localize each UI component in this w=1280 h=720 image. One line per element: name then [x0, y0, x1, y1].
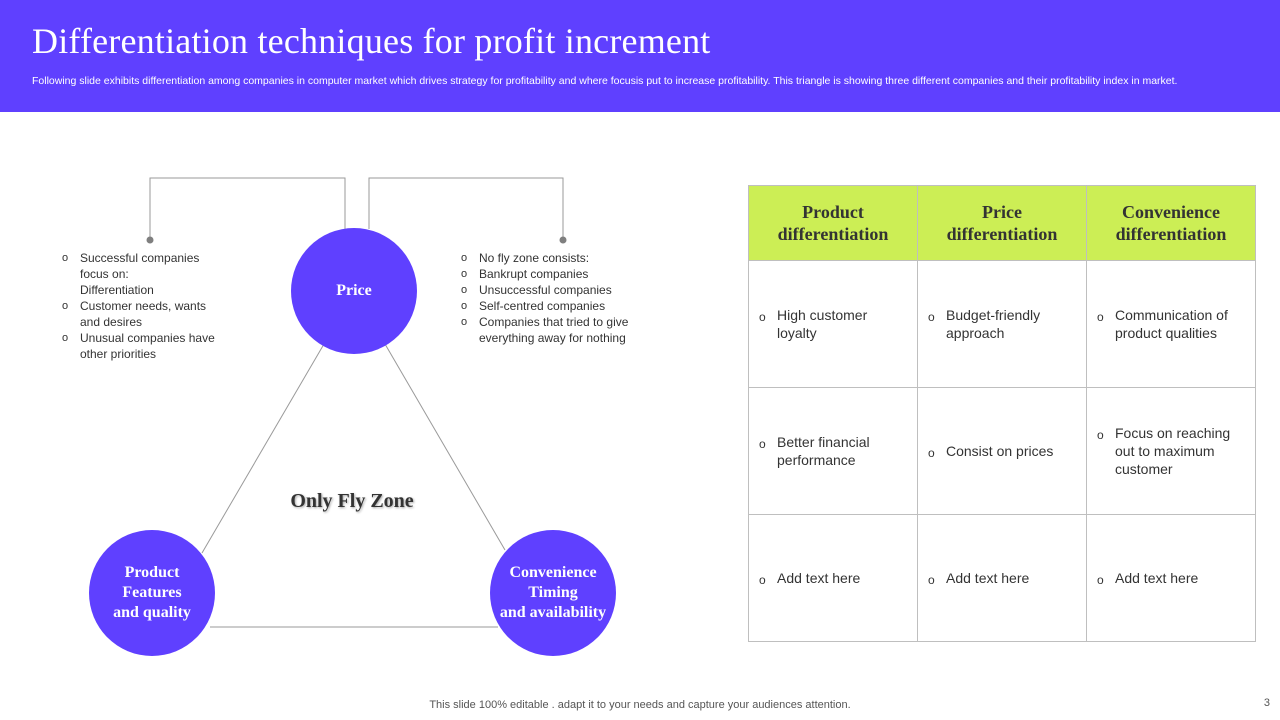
connector-left — [149, 177, 346, 238]
connector-left-dot — [146, 236, 154, 244]
list-item: Unusual companies have other priorities — [62, 330, 242, 362]
list-item: Successful companies focus on: Different… — [62, 250, 242, 298]
triangle-edge-left — [201, 343, 325, 554]
table-cell: Budget-friendly approach — [917, 260, 1087, 388]
header-price-differentiation: Price differentiation — [917, 185, 1087, 261]
table-cell: Consist on prices — [917, 387, 1087, 515]
cell-text: Add text here — [759, 569, 909, 589]
table-cell: Communication of product qualities — [1086, 260, 1256, 388]
page-number: 3 — [1263, 697, 1270, 709]
header-product-differentiation: Product differentiation — [748, 185, 918, 261]
cell-text: High customer loyalty — [759, 306, 909, 342]
cell-text: Better financial performance — [759, 433, 909, 469]
list-item: Companies that tried to give everything … — [461, 314, 661, 346]
no-fly-zone-list: No fly zone consists: Bankrupt companies… — [461, 250, 661, 346]
table-header-row: Product differentiation Price differenti… — [748, 185, 1256, 261]
cell-text: Consist on prices — [928, 442, 1078, 462]
table-row: High customer loyalty Budget-friendly ap… — [748, 260, 1256, 388]
product-circle: Product Features and quality — [89, 530, 215, 656]
cell-text: Focus on reaching out to maximum custome… — [1097, 424, 1247, 478]
list-item: Unsuccessful companies — [461, 282, 661, 298]
list-item: Customer needs, wants and desires — [62, 298, 242, 330]
price-circle-label: Price — [336, 282, 372, 299]
table-cell: Focus on reaching out to maximum custome… — [1086, 387, 1256, 515]
connector-right-dot — [559, 236, 567, 244]
table-cell: Better financial performance — [748, 387, 918, 515]
triangle-edge-right — [384, 343, 506, 551]
only-fly-zone-label: Only Fly Zone — [290, 490, 414, 512]
table-cell: High customer loyalty — [748, 260, 918, 388]
table-cell: Add text here — [1086, 514, 1256, 642]
cell-text: Add text here — [928, 569, 1078, 589]
list-item: Self-centred companies — [461, 298, 661, 314]
page-title: Differentiation techniques for profit in… — [32, 21, 711, 61]
price-circle: Price — [291, 228, 417, 354]
header-banner: Differentiation techniques for profit in… — [0, 0, 1280, 112]
connector-right — [368, 177, 564, 238]
successful-companies-list: Successful companies focus on: Different… — [62, 250, 242, 362]
cell-text: Add text here — [1097, 569, 1247, 589]
page-subtitle: Following slide exhibits differentiation… — [32, 75, 1178, 87]
table-cell: Add text here — [917, 514, 1087, 642]
convenience-circle-label: Convenience Timing and availability — [499, 564, 607, 621]
cell-text: Communication of product qualities — [1097, 306, 1247, 342]
cell-text: Budget-friendly approach — [928, 306, 1078, 342]
list-item: No fly zone consists: — [461, 250, 661, 266]
table-cell: Add text here — [748, 514, 918, 642]
convenience-circle: Convenience Timing and availability — [490, 530, 616, 656]
header-convenience-differentiation: Convenience differentiation — [1086, 185, 1256, 261]
table-row: Add text here Add text here Add text her… — [748, 514, 1256, 642]
differentiation-table: Product differentiation Price differenti… — [748, 185, 1256, 642]
footer-note: This slide 100% editable . adapt it to y… — [429, 699, 851, 711]
product-circle-label: Product Features and quality — [113, 564, 191, 621]
list-item: Bankrupt companies — [461, 266, 661, 282]
table-row: Better financial performance Consist on … — [748, 387, 1256, 515]
